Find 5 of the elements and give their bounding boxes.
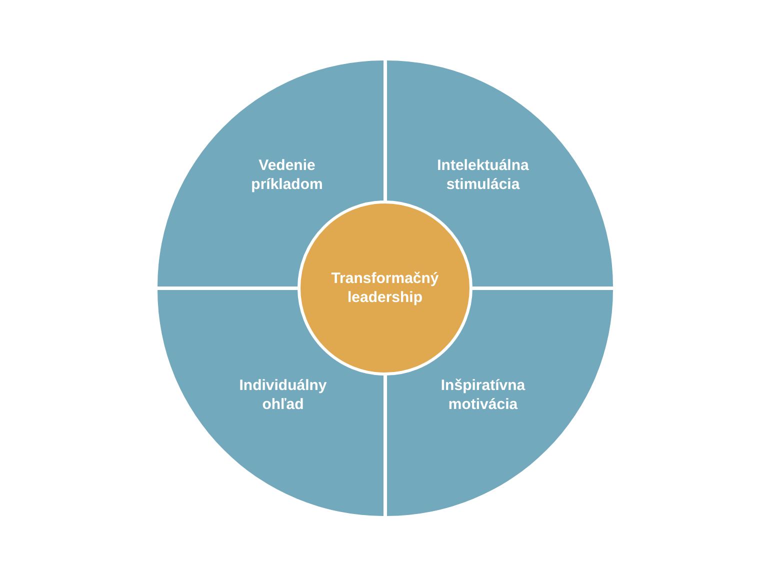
center-label: Transformačný leadership [330,269,440,307]
segment-label: Intelektuálna stimulácia [436,156,530,194]
segment-label: Individuálny ohľad [238,376,328,414]
segment-label: Vedenie príkladom [250,156,324,194]
segment-label: Inšpiratívna motivácia [440,376,526,414]
